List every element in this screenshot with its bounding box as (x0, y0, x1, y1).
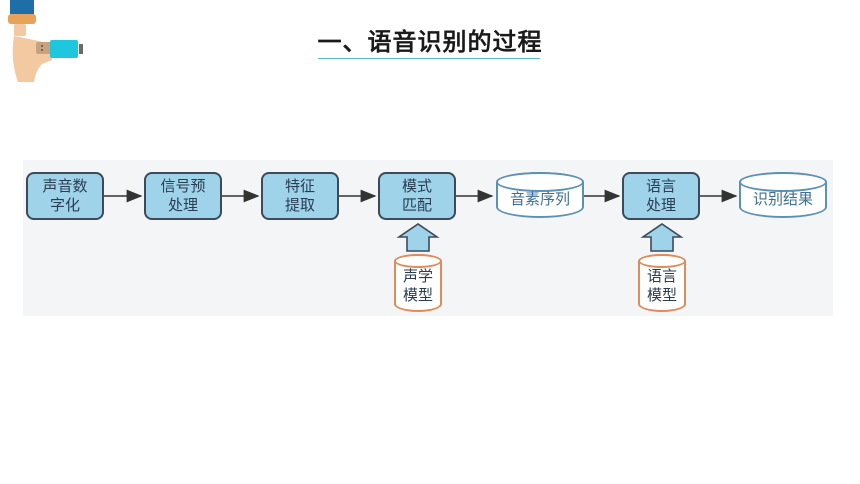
node-digitize: 声音数 字化 (26, 172, 104, 220)
up-arrow-language (640, 223, 684, 252)
flow-arrows (104, 189, 738, 252)
node-language-process: 语言 处理 (622, 172, 700, 220)
node-language-model: 语言 模型 (638, 254, 686, 312)
speech-recognition-flowchart: 声音数 字化 信号预 处理 特征 提取 模式 匹配 音素序列 语言 处理 识别结… (23, 160, 833, 316)
node-language-model-label: 语言 模型 (646, 267, 677, 304)
node-recognition-result: 识别结果 (739, 172, 827, 218)
hand-holding-usb-icon (8, 0, 83, 82)
node-preprocess: 信号预 处理 (144, 172, 222, 220)
node-phoneme-sequence: 音素序列 (496, 172, 584, 218)
node-pattern-match: 模式 匹配 (378, 172, 456, 220)
up-arrow-acoustic (396, 223, 440, 252)
node-recognition-result-label: 识别结果 (752, 189, 813, 208)
node-feature-extract: 特征 提取 (261, 172, 339, 220)
title-underline (318, 58, 540, 59)
page-title: 一、语音识别的过程 (317, 28, 543, 56)
node-acoustic-model: 声学 模型 (394, 254, 442, 312)
node-phoneme-sequence-label: 音素序列 (509, 189, 570, 208)
node-acoustic-model-label: 声学 模型 (402, 267, 433, 304)
